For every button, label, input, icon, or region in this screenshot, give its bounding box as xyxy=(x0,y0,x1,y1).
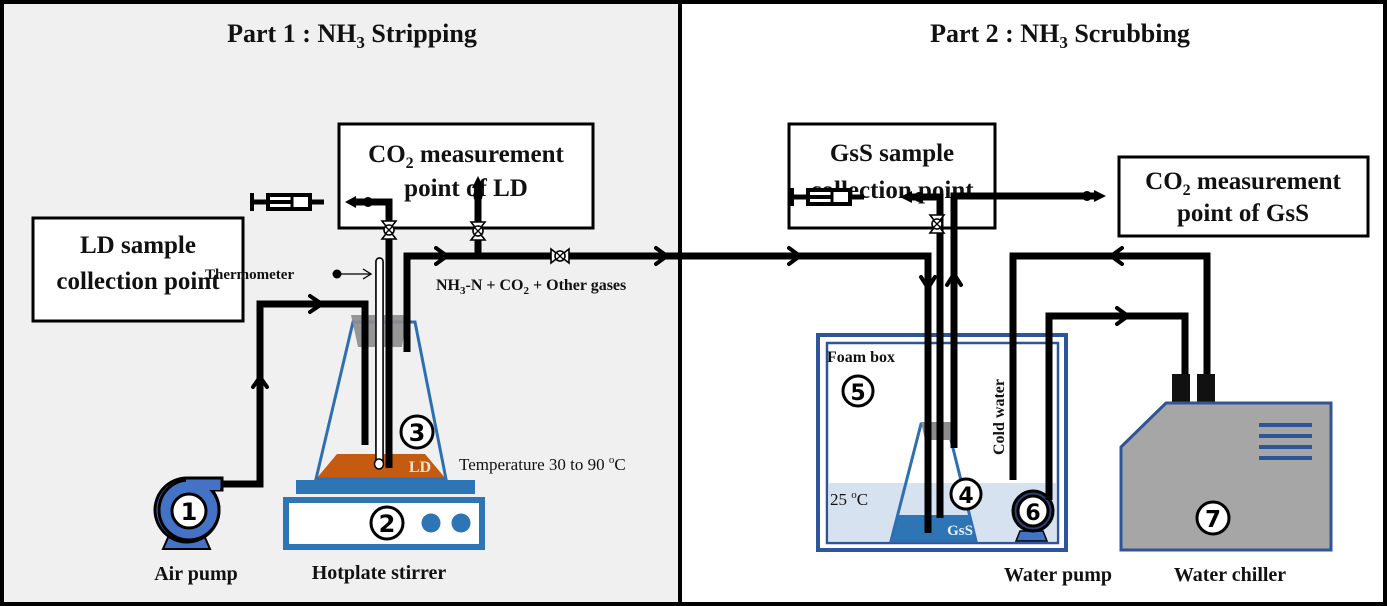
water-chiller-label: Water chiller xyxy=(1174,564,1286,586)
svg-text:5: 5 xyxy=(850,381,865,406)
co2-measurement-ld-box: CO2 measurement point of LD xyxy=(337,122,595,230)
thermometer-pointer-arrow xyxy=(362,268,373,280)
number-badge-2: 2 xyxy=(369,505,405,541)
hotplate-stirrer-label: Hotplate stirrer xyxy=(312,562,447,584)
number-badge-3: 3 xyxy=(399,414,435,450)
number-badge-1: 1 xyxy=(170,492,208,530)
number-badge-4: 4 xyxy=(949,477,983,511)
foam-box-label: Foam box xyxy=(827,349,895,366)
ld-liquid-label: LD xyxy=(409,459,431,476)
thermometer-bulb xyxy=(373,458,385,470)
number-badge-7: 7 xyxy=(1195,500,1231,536)
water-pump-label: Water pump xyxy=(1004,564,1112,586)
svg-text:7: 7 xyxy=(1205,507,1221,533)
cold-water-label: Cold water xyxy=(991,379,1008,455)
svg-text:collection point: collection point xyxy=(56,268,220,295)
svg-text:CO2 measurement: CO2 measurement xyxy=(1145,168,1341,199)
svg-text:CO2 measurement: CO2 measurement xyxy=(368,141,564,172)
svg-text:LD sample: LD sample xyxy=(80,232,196,259)
svg-text:GsS sample: GsS sample xyxy=(830,140,954,167)
thermometer-label: Thermometer xyxy=(205,267,294,283)
water-chiller xyxy=(1119,374,1333,552)
number-badge-6: 6 xyxy=(1016,494,1050,528)
svg-text:4: 4 xyxy=(958,484,973,509)
bath-temperature-label: 25 oC xyxy=(830,489,868,509)
svg-text:1: 1 xyxy=(181,498,198,526)
gss-sample-collection-box: GsS sample collection point xyxy=(787,122,997,230)
svg-text:point of GsS: point of GsS xyxy=(1177,200,1309,227)
ld-sample-collection-box: LD sample collection point xyxy=(31,216,245,323)
part1-title: Part 1 : NH3 Stripping xyxy=(227,19,477,52)
part2-piping xyxy=(680,188,1211,533)
number-badge-5: 5 xyxy=(841,374,875,408)
svg-text:2: 2 xyxy=(379,510,396,538)
gss-liquid-label: GsS xyxy=(947,523,973,539)
svg-text:3: 3 xyxy=(409,419,426,447)
gas-composition-label: NH3-N + CO2 + Other gases xyxy=(436,277,626,297)
air-pump-label: Air pump xyxy=(154,563,238,585)
temperature-range-label: Temperature 30 to 90 oC xyxy=(459,454,626,474)
thermometer-body xyxy=(375,257,384,465)
svg-text:6: 6 xyxy=(1025,501,1040,526)
co2-measurement-gss-box: CO2 measurement point of GsS xyxy=(1117,155,1370,238)
part2-title: Part 2 : NH3 Scrubbing xyxy=(930,19,1190,52)
svg-text:point of LD: point of LD xyxy=(404,175,528,202)
